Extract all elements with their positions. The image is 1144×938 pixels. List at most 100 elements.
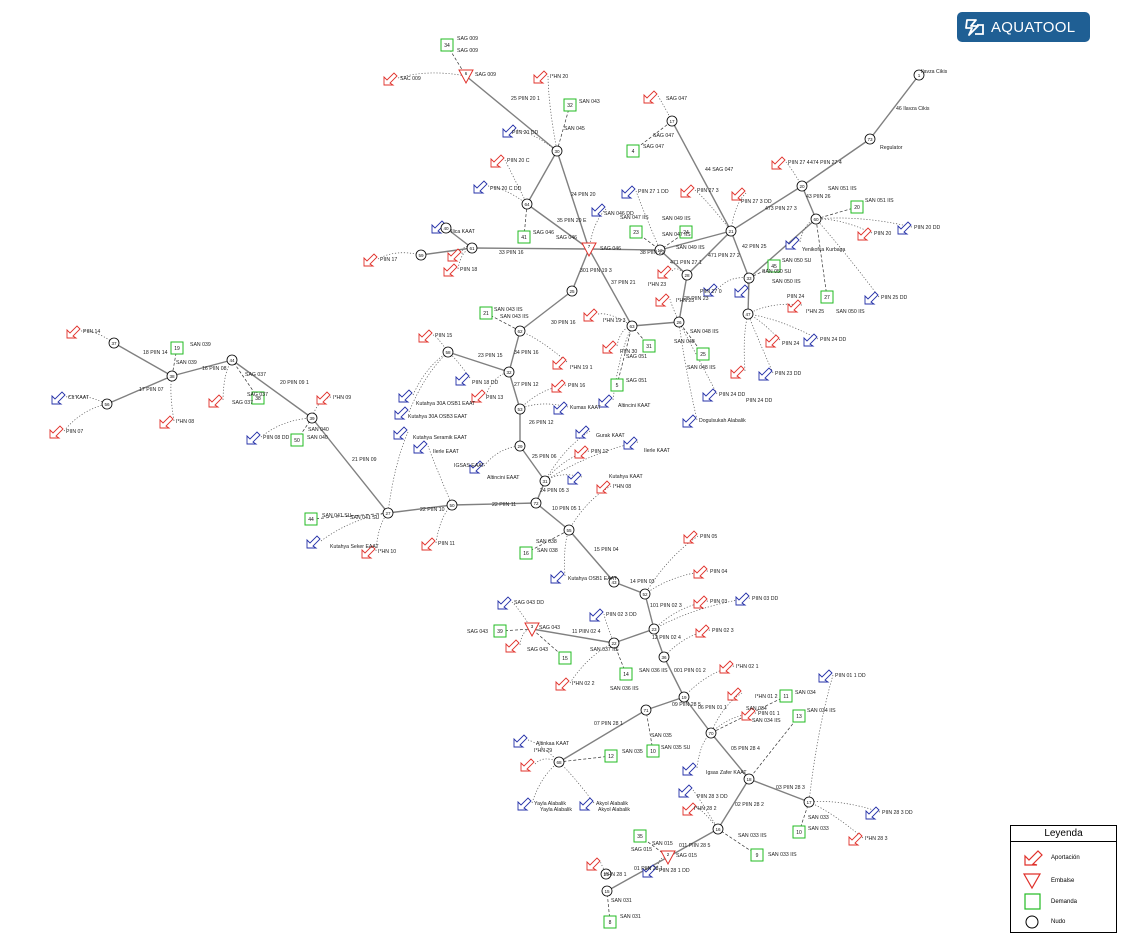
node-circle (666, 115, 678, 127)
node-circle (913, 69, 925, 81)
demand-id: 44 (308, 517, 314, 523)
node-circle (803, 796, 815, 808)
demand-id: 16 (523, 551, 529, 557)
inflow-icon (49, 425, 64, 439)
inflow-connector (644, 535, 699, 595)
inflow-connector (694, 189, 732, 232)
element-label: I*HN 01 2 (755, 694, 778, 700)
inflow-connector (547, 75, 558, 152)
edge-label: 18 PIIN 14 (143, 350, 168, 356)
inflow-arrow (865, 806, 880, 820)
inflow-connector (785, 161, 803, 187)
inflow-icon (730, 365, 745, 379)
inflow-icon (520, 758, 535, 772)
conduction-edge (113, 342, 173, 377)
inflow-icon (693, 565, 708, 579)
inflow-label: PIIN 27 3 (697, 188, 719, 194)
inflow-arrow (735, 592, 750, 606)
demand-icon (1024, 893, 1041, 910)
inflow-arrow (655, 293, 670, 307)
inflow-icon (394, 406, 409, 420)
inflow-label: I*HN 02 2 (572, 681, 595, 687)
conduction-edge (420, 247, 473, 256)
element-label: Yayla Alabalik (540, 807, 572, 813)
node-icon (1025, 915, 1039, 929)
inflow-icon (857, 227, 872, 241)
inflow-label: PIIN 02 3 DD (606, 612, 637, 618)
edge-label: 10 PIIN 05 1 (552, 506, 581, 512)
inflow-arrow (533, 70, 548, 84)
inflow-icon (502, 124, 517, 138)
element-label: SAN 046 DD (604, 211, 634, 217)
conduction-edge (106, 375, 173, 405)
inflow-label: PIIN 23 DD (775, 371, 801, 377)
inflow-icon (598, 394, 613, 408)
inflow-icon (682, 414, 697, 428)
element-label: SAN 040 (308, 427, 329, 433)
element-label: PIIN 30 (620, 349, 637, 355)
inflow-arrow (513, 734, 528, 748)
element-label: SAN 043 (579, 99, 600, 105)
inflow-connector (544, 430, 591, 482)
inflow-label: PIIN 03 DD (752, 596, 778, 602)
node-id: 27 (385, 511, 391, 516)
edge-label: 17 PIIN 07 (139, 387, 164, 393)
demand-square (696, 347, 710, 361)
inflow-label: Kumas KAAT (570, 405, 602, 411)
legend-label: Demanda (1051, 899, 1078, 905)
conduction-edge (631, 321, 680, 327)
element-label: SAN 039 (176, 360, 197, 366)
node-circle (563, 524, 575, 536)
element-label: SAN 039 (190, 342, 211, 348)
inflow-icon (787, 299, 802, 313)
edge-label: 35 PIIN 20 E (557, 218, 587, 224)
inflow-icon (431, 220, 446, 234)
inflow-label: PIIN 17 (380, 257, 397, 263)
inflow-connector (222, 359, 233, 401)
inflow-label: PIIN 02 3 (712, 628, 734, 634)
inflow-icon (897, 221, 912, 235)
demand-id: 39 (497, 629, 503, 635)
inflow-connector (427, 445, 453, 506)
element-label: SAG 046 (556, 235, 577, 241)
inflow-arrow (552, 356, 567, 370)
inflow-arrow (517, 797, 532, 811)
node-id: 56 (104, 402, 110, 407)
element-label: SAN 033 IIS (768, 852, 797, 858)
element-label: SAG 009 (457, 36, 478, 42)
inflow-icon (1024, 850, 1043, 866)
inflow-arrow (643, 90, 658, 104)
demand-square (517, 230, 531, 244)
inflow-arrow (680, 184, 695, 198)
inflow-connector (320, 512, 389, 542)
conduction-edge (663, 656, 685, 698)
inflow-arrow (502, 124, 517, 138)
node-circle (712, 823, 724, 835)
edge-label: 22 PIIN 11 (492, 502, 516, 508)
edge-label: 471 PIIN 27 1 (670, 260, 702, 266)
node-circle (566, 285, 578, 297)
demand-id: 34 (444, 43, 450, 49)
element-label: I*HN 23 (676, 298, 694, 304)
inflow-icon (848, 832, 863, 846)
conduction-edge (445, 227, 473, 249)
edge-label: PIIN 20 DD (512, 130, 538, 136)
reservoir-triangle (660, 850, 676, 866)
inflow-label: PIIN 15 (435, 333, 452, 339)
element-label: Kutahya 30A OSB1 EAAT (416, 401, 476, 407)
element-label: I*HN 25 (806, 309, 824, 315)
inflow-arrow (848, 832, 863, 846)
element-label: Kutahya OSB1 EAAT (568, 576, 618, 582)
element-label: SAN 035 (622, 749, 643, 755)
edge-label: 011 PIIN 28 5 (679, 843, 710, 849)
inflow-connector (815, 218, 873, 234)
element-label: SAN 041 SU (322, 513, 352, 519)
demand-id: 10 (796, 830, 802, 836)
node-id: 59 (418, 253, 424, 258)
node-id: 29 (517, 444, 523, 449)
inflow-arrow (505, 639, 520, 653)
inflow-arrow (447, 248, 462, 262)
node-id: 31 (542, 479, 548, 484)
edge-label: 33 PIIN 16 (499, 250, 524, 256)
